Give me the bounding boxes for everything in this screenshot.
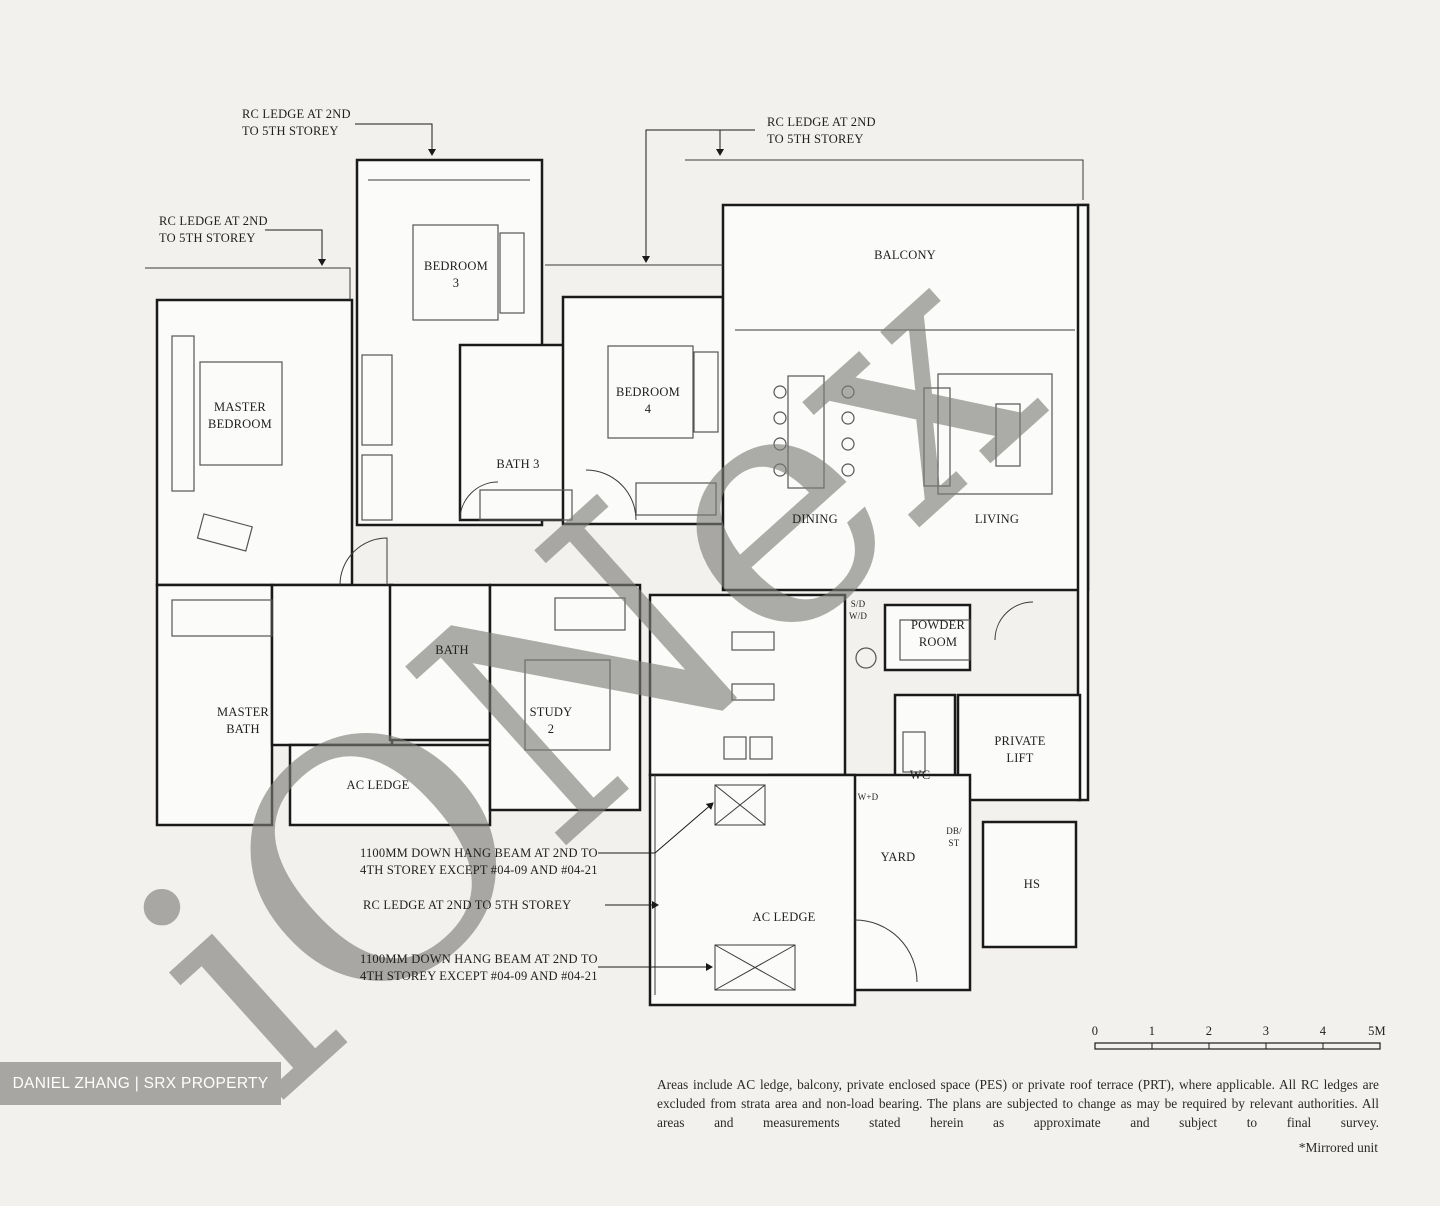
- scale-tick-5: 5M: [1368, 1024, 1386, 1038]
- label-balcony: BALCONY: [874, 248, 936, 262]
- mirrored-note: *Mirrored unit: [1298, 1140, 1378, 1155]
- label-wd: W+D: [858, 792, 879, 802]
- scale-tick-0: 0: [1092, 1024, 1098, 1038]
- scale-bar: 0 1 2 3 4 5M: [1092, 1024, 1386, 1050]
- label-wc: WC: [910, 768, 931, 782]
- label-yard: YARD: [881, 850, 916, 864]
- furniture: [171, 224, 1053, 773]
- scale-tick-3: 3: [1263, 1024, 1269, 1038]
- label-hs: HS: [1024, 877, 1040, 891]
- label-db-st: DB/ST: [946, 826, 962, 848]
- label-dining: DINING: [792, 512, 838, 526]
- scale-tick-2: 2: [1206, 1024, 1212, 1038]
- note-rc-ledge-4: RC LEDGE AT 2ND TO 5TH STOREY: [363, 898, 571, 912]
- doors: [339, 469, 1034, 983]
- label-ac-ledge-left: AC LEDGE: [346, 778, 409, 792]
- scale-tick-4: 4: [1320, 1024, 1327, 1038]
- label-bath3: BATH 3: [496, 457, 539, 471]
- disclaimer: Areas include AC ledge, balcony, private…: [657, 1077, 1379, 1130]
- credit-banner: DANIEL ZHANG | SRX PROPERTY: [0, 1062, 281, 1105]
- scale-tick-1: 1: [1149, 1024, 1155, 1038]
- label-bath2: BATH: [435, 643, 468, 657]
- walls: [145, 158, 1090, 1007]
- label-ac-ledge-bottom: AC LEDGE: [752, 910, 815, 924]
- label-living: LIVING: [975, 512, 1019, 526]
